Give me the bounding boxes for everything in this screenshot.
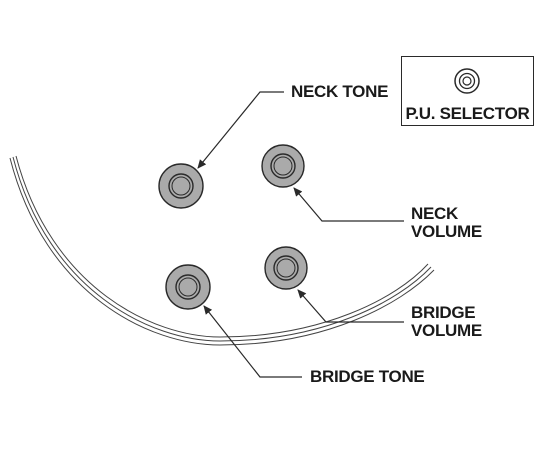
bridge-volume-leader — [297, 289, 404, 323]
bridge-volume-label-line2: VOLUME — [411, 321, 482, 340]
bridge-volume-label-line1: BRIDGE — [411, 303, 476, 322]
neck-tone-leader — [197, 91, 284, 169]
neck-volume-label-line1: NECK — [411, 204, 458, 223]
bridge-tone-leader — [203, 305, 302, 378]
pu-selector-box: P.U. SELECTOR — [401, 56, 534, 126]
bridge-volume-knob[interactable] — [264, 246, 308, 290]
pu-selector-switch-icon[interactable] — [452, 66, 482, 96]
neck-volume-label-line2: VOLUME — [411, 222, 482, 241]
neck-tone-knob[interactable] — [158, 163, 204, 209]
bridge-tone-knob[interactable] — [165, 264, 211, 310]
neck-tone-label: NECK TONE — [291, 82, 389, 101]
body-edge-line — [9, 155, 435, 346]
pu-selector-label: P.U. SELECTOR — [405, 104, 530, 123]
neck-volume-leader — [293, 187, 404, 222]
neck-volume-knob[interactable] — [261, 144, 305, 188]
bridge-tone-label: BRIDGE TONE — [310, 367, 425, 386]
